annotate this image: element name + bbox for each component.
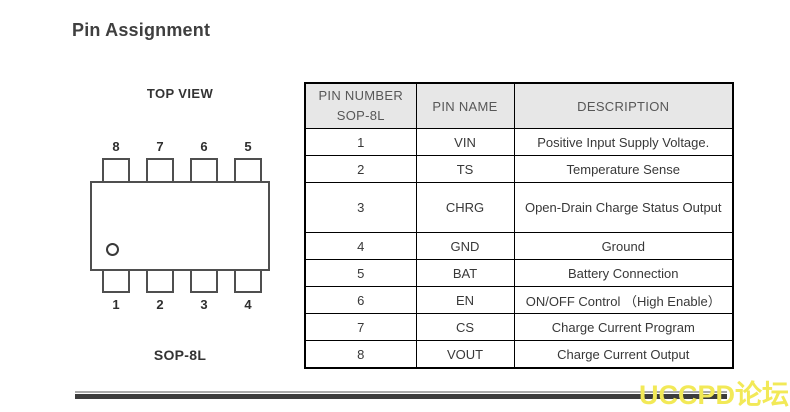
- pin-number-8: 8: [112, 139, 120, 154]
- cell-pin-number: 2: [304, 155, 417, 184]
- table-row: 8 VOUT Charge Current Output: [304, 340, 734, 369]
- footer-rule-thin: [75, 391, 727, 393]
- table-header-row: PIN NUMBER SOP-8L PIN NAME DESCRIPTION: [304, 82, 734, 130]
- chip-pin-bottom-2: [146, 269, 174, 293]
- chip-pin-top-7: [146, 158, 174, 183]
- footer-rule-thick: [75, 394, 727, 399]
- cell-description: Open-Drain Charge Status Output: [513, 182, 734, 234]
- cell-pin-name: TS: [415, 155, 515, 184]
- header-pin-name: PIN NAME: [415, 82, 515, 130]
- table-row: 6 EN ON/OFF Control （High Enable）: [304, 286, 734, 315]
- table-row: 3 CHRG Open-Drain Charge Status Output: [304, 182, 734, 234]
- pin-number-6: 6: [200, 139, 208, 154]
- header-pin-number: PIN NUMBER SOP-8L: [304, 82, 417, 130]
- chip-body: [90, 181, 270, 271]
- cell-pin-number: 7: [304, 313, 417, 342]
- header-description: DESCRIPTION: [513, 82, 734, 130]
- cell-pin-name: EN: [415, 286, 515, 315]
- pin-number-3: 3: [200, 297, 208, 312]
- pin-number-4: 4: [244, 297, 252, 312]
- chip-pin-bottom-3: [190, 269, 218, 293]
- header-pin-number-line2: SOP-8L: [336, 108, 385, 124]
- chip-pin-bottom-1: [102, 269, 130, 293]
- chip-pin-top-8: [102, 158, 130, 183]
- cell-pin-name: GND: [415, 232, 515, 261]
- cell-pin-number: 3: [304, 182, 417, 234]
- cell-description: ON/OFF Control （High Enable）: [513, 286, 734, 315]
- forum-watermark: UCCPD论坛: [638, 380, 789, 410]
- pin-number-2: 2: [156, 297, 164, 312]
- cell-pin-name: CS: [415, 313, 515, 342]
- chip-pin-bottom-4: [234, 269, 262, 293]
- package-label: SOP-8L: [153, 347, 207, 363]
- pin-number-5: 5: [244, 139, 252, 154]
- cell-pin-number: 5: [304, 259, 417, 288]
- chip-pin-top-6: [190, 158, 218, 183]
- cell-pin-name: BAT: [415, 259, 515, 288]
- page-title: Pin Assignment: [72, 20, 211, 40]
- header-pin-number-line1: PIN NUMBER: [318, 88, 404, 103]
- cell-description: Positive Input Supply Voltage.: [513, 128, 734, 157]
- table-row: 4 GND Ground: [304, 232, 734, 261]
- cell-pin-name: CHRG: [415, 182, 515, 234]
- cell-pin-name: VOUT: [415, 340, 515, 369]
- cell-pin-name: VIN: [415, 128, 515, 157]
- table-row: 1 VIN Positive Input Supply Voltage.: [304, 128, 734, 157]
- table-row: 7 CS Charge Current Program: [304, 313, 734, 342]
- cell-description: Ground: [513, 232, 734, 261]
- cell-pin-number: 4: [304, 232, 417, 261]
- pin1-indicator-dot: [106, 243, 119, 256]
- table-row: 2 TS Temperature Sense: [304, 155, 734, 184]
- cell-description: Charge Current Output: [513, 340, 734, 369]
- cell-description: Temperature Sense: [513, 155, 734, 184]
- chip-pin-top-5: [234, 158, 262, 183]
- cell-pin-number: 6: [304, 286, 417, 315]
- pin-number-1: 1: [112, 297, 120, 312]
- pin-number-7: 7: [156, 139, 164, 154]
- cell-pin-number: 8: [304, 340, 417, 369]
- cell-description: Charge Current Program: [513, 313, 734, 342]
- cell-description: Battery Connection: [513, 259, 734, 288]
- pin-assignment-table: PIN NUMBER SOP-8L PIN NAME DESCRIPTION 1…: [304, 82, 734, 369]
- top-view-label: TOP VIEW: [146, 86, 214, 101]
- table-row: 5 BAT Battery Connection: [304, 259, 734, 288]
- cell-pin-number: 1: [304, 128, 417, 157]
